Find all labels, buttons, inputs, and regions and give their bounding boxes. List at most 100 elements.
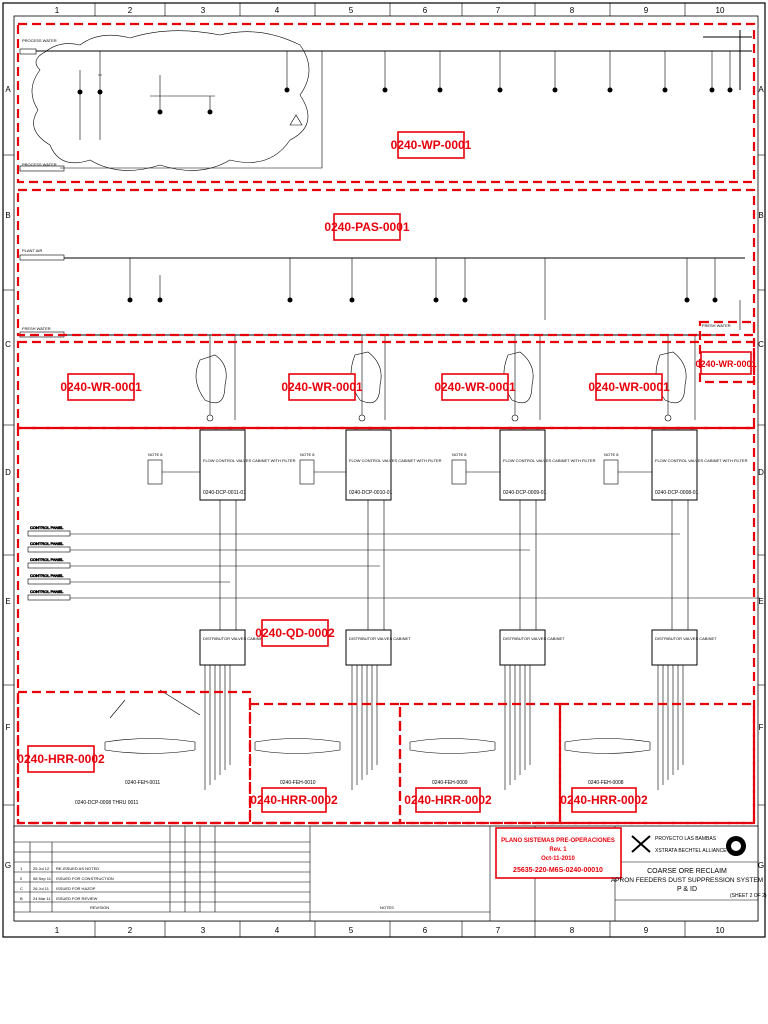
grid-row-b-right: B [758,211,763,220]
feeder-tag-1: 0240-FEH-0011 [125,780,160,786]
flow-control-cabinet-label: FLOW CONTROL VALVES CABINET WITH FILTER [349,458,442,463]
stamp-doc-number: 25635-220-M6S-0240-00010 [513,867,603,874]
stamp-date: Oct-11-2010 [541,856,575,862]
zone-hrr-text: 0240-HRR-0002 [250,793,338,807]
zone-label-wr-1: 0240-WR-0001 [60,373,142,401]
grid-col-3: 3 [201,6,206,15]
source-plant-air: PLANT AIR [22,248,42,253]
stamp-rev: Rev. 1 [549,847,567,853]
zone-label-wp: 0240-WP-0001 [391,131,472,159]
revision-row: C 26 Jul 11 ISSUED FOR HAZOP [20,886,96,891]
rev-date: 24 Mar 11 [33,896,51,901]
zone-label-hrr-3: 0240-HRR-0002 [404,787,492,813]
grid-row-a-right: A [758,85,764,94]
zone-label-wr-4: 0240-WR-0001 [588,373,670,401]
feeder-tag-4: 0240-FEH-0008 [588,780,624,786]
grid-col-6: 6 [423,6,428,15]
feeder-tag-3: 0240-FEH-0009 [432,780,468,786]
zone-qd-text: 0240-QD-0002 [255,626,335,640]
grid-col-5-bottom: 5 [349,926,354,935]
grid-row-d: D [5,468,11,477]
revision-header: REVISION [90,905,109,910]
grid-col-10-bottom: 10 [716,926,725,935]
note-label-2: NOTE 8 [300,452,315,457]
grid-row-e-right: E [758,597,763,606]
notes-header: NOTES [380,905,394,910]
zone-label-qd: 0240-QD-0002 [255,619,335,647]
grid-col-7: 7 [496,6,501,15]
distributor-cabinet-2: DISTRIBUTOR VALVES CABINET [345,629,411,666]
note-label-3: NOTE 8 [452,452,467,457]
cabinet-tag-4: 0240-DCP-0008-01 [655,490,699,496]
flow-control-cabinet-1: FLOW CONTROL VALVES CABINET WITH FILTER … [199,429,296,501]
grid-col-8: 8 [570,6,575,15]
flow-control-cabinet-4: FLOW CONTROL VALVES CABINET WITH FILTER … [651,429,748,501]
grid-col-4-bottom: 4 [275,926,280,935]
grid-col-10: 10 [716,6,725,15]
grid-col-5: 5 [349,6,354,15]
grid-row-c-right: C [758,340,764,349]
flow-control-cabinet-label: FLOW CONTROL VALVES CABINET WITH FILTER [203,458,296,463]
cabinet-tag-2: 0240-DCP-0010-01 [349,490,393,496]
distributor-label: DISTRIBUTOR VALVES CABINET [655,636,717,641]
rev-id: 1 [20,866,23,871]
grid-col-7-bottom: 7 [496,926,501,935]
alliance-name: XSTRATA BECHTEL ALLIANCE [655,848,727,854]
zone-hrr-text: 0240-HRR-0002 [17,752,105,766]
zone-wr-text: 0240-WR-0001 [281,380,363,394]
zone-label-hrr-2: 0240-HRR-0002 [250,787,338,813]
zone-label-hrr-4: 0240-HRR-0002 [560,787,648,813]
rev-desc: ISSUED FOR HAZOP [56,886,96,891]
zone-hrr-text: 0240-HRR-0002 [404,793,492,807]
control-panel-3: CONTROL PANEL [30,557,64,562]
apron-feeders: 0240-FEH-0011 0240-FEH-0010 0240-FEH-000… [75,689,651,806]
drawing-title-line3: P & ID [677,886,697,893]
distributor-cabinet-1: DISTRIBUTOR VALVES CABINET [199,629,265,666]
zone-hrr-text: 0240-HRR-0002 [560,793,648,807]
grid-row-f: F [6,723,11,732]
cabinet-group: FLOW CONTROL VALVES CABINET WITH FILTER … [27,429,760,790]
grid-col-2: 2 [128,6,133,15]
flow-control-cabinet-label: FLOW CONTROL VALVES CABINET WITH FILTER [655,458,748,463]
grid-col-3-bottom: 3 [201,926,206,935]
distributor-label: DISTRIBUTOR VALVES CABINET [203,636,265,641]
rev-desc: ISSUED FOR CONSTRUCTION [56,876,114,881]
revision-row: 0 08 Sep 11 ISSUED FOR CONSTRUCTION [20,876,114,881]
project-name: PROYECTO LAS BAMBAS [655,836,717,842]
grid-col-2-bottom: 2 [128,926,133,935]
note-label-1: NOTE 8 [148,452,163,457]
zone-boundaries: 0240-WP-0001 0240-PAS-0001 0240-WR-0001 … [16,22,757,825]
grid-col-1-bottom: 1 [55,926,60,935]
rev-id: 0 [20,876,23,881]
section-plant-air: PLANT AIR FRESH WATER FRESH WATER [19,248,745,338]
control-panel-1: CONTROL PANEL [30,525,64,530]
section-process-water: PROCESS WATER PROCESS WATER [19,30,752,172]
flow-control-cabinet-2: FLOW CONTROL VALVES CABINET WITH FILTER … [345,429,442,501]
zone-wp-text: 0240-WP-0001 [391,138,472,152]
rev-desc: ISSUED FOR REVIEW [56,896,98,901]
grid-col-8-bottom: 8 [570,926,575,935]
stamp-title: PLANO SISTEMAS PRE-OPERACIONES [501,838,615,844]
pid-drawing-sheet: 1 2 3 4 5 6 7 8 9 10 1 2 3 4 5 6 7 8 9 1… [2,2,767,938]
zone-wr-text: 0240-WR-0001 [695,359,756,369]
title-block: 1 25 Jul 12 RE-ISSUED AS NOTED 0 08 Sep … [13,825,767,922]
zone-wr-text: 0240-WR-0001 [434,380,516,394]
xstrata-logo [631,835,651,853]
zone-label-hrr-1: 0240-HRR-0002 [17,745,105,773]
control-panel-5: CONTROL PANEL [30,589,64,594]
source-process-water-1: PROCESS WATER [22,38,57,43]
grid-col-9: 9 [644,6,649,15]
rev-desc: RE-ISSUED AS NOTED [56,866,99,871]
rev-id: B [20,896,23,901]
rev-date: 26 Jul 11 [33,886,50,891]
zone-label-pas: 0240-PAS-0001 [324,213,410,241]
grid-row-f-right: F [759,723,764,732]
cabinet-tag-3: 0240-DCP-0009-01 [503,490,547,496]
flow-control-cabinet-label: FLOW CONTROL VALVES CABINET WITH FILTER [503,458,596,463]
preoperation-stamp: PLANO SISTEMAS PRE-OPERACIONES Rev. 1 Oc… [495,827,622,879]
zone-wr-text: 0240-WR-0001 [588,380,670,394]
revision-row: B 24 Mar 11 ISSUED FOR REVIEW [20,896,98,901]
rev-id: C [20,886,23,891]
zone-wr-text: 0240-WR-0001 [60,380,142,394]
dcp-range-label: 0240-DCP-0008 THRU 0011 [75,800,139,806]
